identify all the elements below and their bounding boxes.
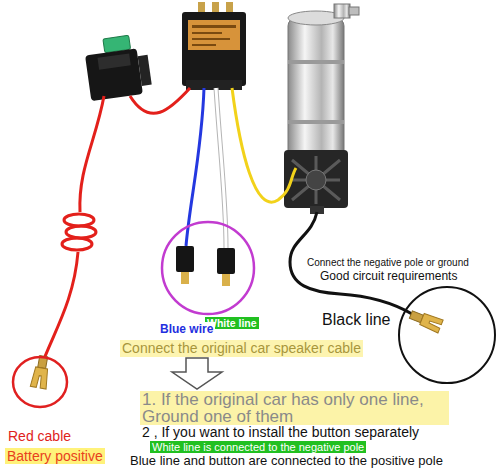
fuse-holder bbox=[85, 48, 143, 101]
relay bbox=[182, 12, 246, 86]
relay bbox=[182, 2, 246, 90]
red-wire bbox=[66, 226, 96, 238]
wire-label: Black line bbox=[320, 311, 392, 329]
relay bbox=[192, 25, 236, 28]
fork-terminal bbox=[419, 313, 443, 333]
instruction-note: 2 , If you want to install the button se… bbox=[140, 425, 421, 440]
air-compressor bbox=[288, 120, 344, 124]
wire-connector bbox=[222, 274, 230, 286]
air-compressor bbox=[349, 7, 359, 15]
fork-terminal bbox=[408, 308, 443, 333]
air-compressor bbox=[288, 60, 344, 64]
ground-note: Connect the negative pole or ground bbox=[305, 256, 471, 269]
relay bbox=[188, 20, 240, 50]
air-compressor bbox=[306, 170, 326, 190]
air-compressor bbox=[292, 156, 340, 204]
down-arrow bbox=[172, 358, 222, 389]
ground-note: Good circuit requirements bbox=[318, 269, 459, 283]
fork-terminal bbox=[30, 367, 49, 389]
highlight-circle bbox=[162, 222, 254, 314]
fork-terminal bbox=[30, 355, 51, 389]
instruction-note: Connect the original car speaker cable bbox=[120, 340, 363, 357]
wire-connector bbox=[176, 246, 194, 272]
air-compressor bbox=[284, 150, 348, 208]
relay bbox=[192, 44, 216, 46]
relay bbox=[192, 32, 222, 34]
air-compressor bbox=[334, 4, 350, 18]
wire-connector bbox=[181, 272, 189, 284]
yellow-wire bbox=[232, 88, 296, 202]
fuse-holder bbox=[83, 33, 153, 101]
fuse-holder bbox=[97, 53, 130, 69]
wire-connector bbox=[176, 246, 235, 286]
instruction-note: White line is connected to the negative … bbox=[150, 441, 366, 453]
red-wire bbox=[62, 238, 92, 250]
wire-label: Red cable bbox=[6, 428, 73, 444]
wire-label: Blue wire bbox=[158, 322, 215, 336]
air-compressor bbox=[284, 4, 359, 214]
red-wire bbox=[80, 96, 104, 212]
relay bbox=[192, 38, 230, 40]
red-wire bbox=[42, 252, 78, 364]
red-wire bbox=[64, 214, 94, 226]
highlight-circle bbox=[13, 357, 67, 407]
fuse-holder bbox=[138, 55, 152, 86]
wire-label: Battery positive bbox=[5, 448, 105, 464]
red-wire bbox=[130, 88, 190, 113]
instruction-note: Blue line and button are connected to th… bbox=[128, 454, 445, 468]
instruction-note: 1. If the original car has only one line… bbox=[140, 391, 449, 425]
highlight-circle bbox=[399, 287, 495, 383]
air-compressor bbox=[288, 18, 344, 158]
wire-connector bbox=[217, 248, 235, 274]
